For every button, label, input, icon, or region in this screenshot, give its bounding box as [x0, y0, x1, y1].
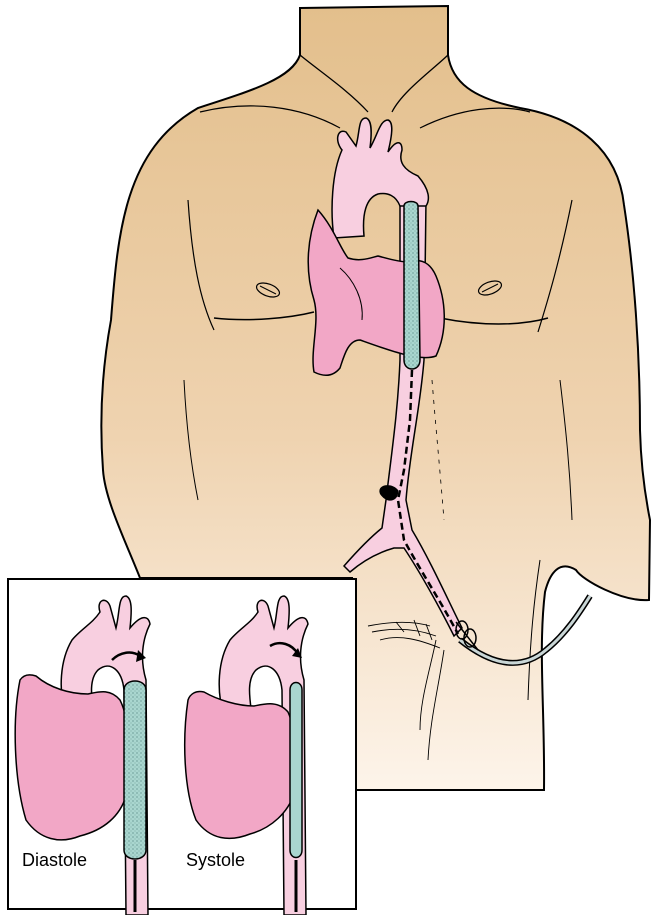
systole-balloon	[290, 683, 302, 858]
diastole-label: Diastole	[22, 850, 87, 871]
systole-label: Systole	[186, 850, 245, 871]
systole-heart	[185, 691, 296, 838]
balloon-catheter-icon	[404, 202, 420, 370]
diastole-heart	[15, 675, 129, 840]
diastole-balloon	[124, 681, 146, 859]
